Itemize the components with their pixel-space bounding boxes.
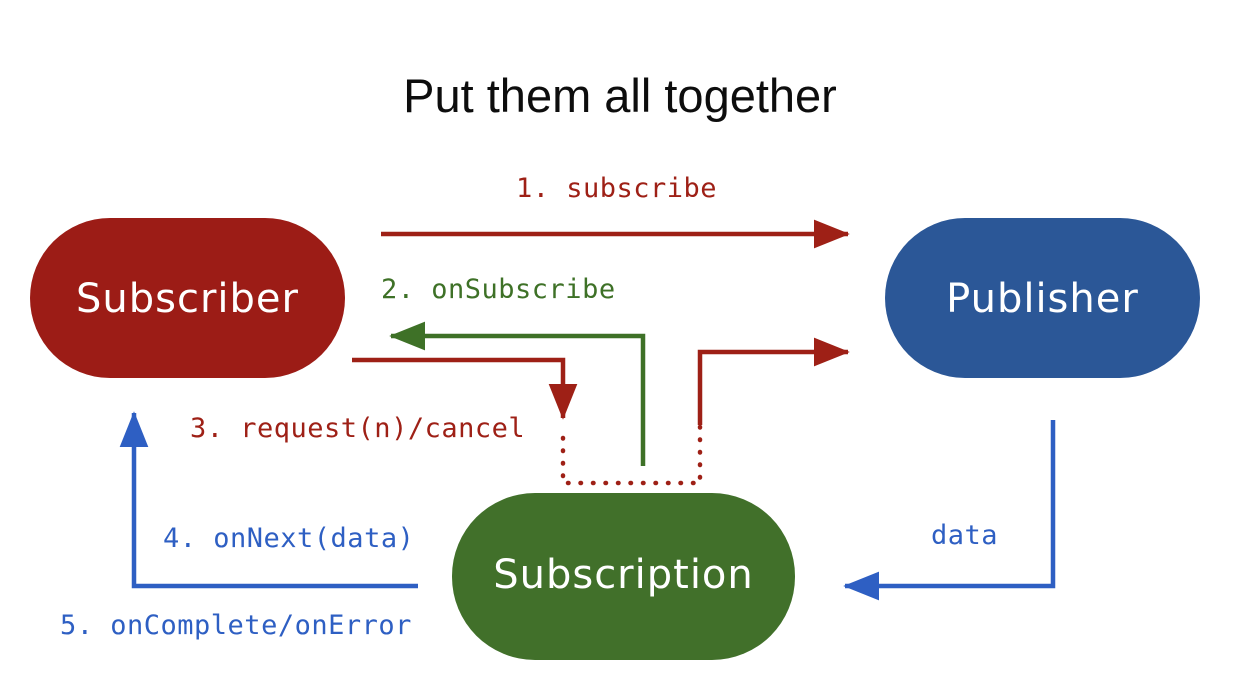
edge-step3-line [352, 357, 578, 420]
edge-step2-line [389, 321, 646, 466]
edge-label-step1: 1. subscribe [516, 173, 718, 204]
edge-data-line [843, 420, 1056, 601]
page-title: Put them all together [403, 69, 837, 122]
node-subscriber-shape[interactable] [30, 218, 345, 378]
edge-label-data: data [931, 520, 999, 551]
edge-label-step3: 3. request(n)/cancel [190, 413, 526, 444]
edge-step4-step5-line [119, 411, 418, 589]
node-publisher-shape[interactable] [885, 218, 1200, 378]
node-subscription-shape[interactable] [452, 493, 795, 660]
edge-step3-to-publisher [697, 337, 850, 425]
edge-label-step2: 2. onSubscribe [381, 274, 616, 305]
edge-label-step5: 5. onComplete/onError [60, 610, 412, 641]
edge-step3-dotted [560, 422, 703, 486]
edge-label-step4: 4. onNext(data) [163, 523, 415, 554]
